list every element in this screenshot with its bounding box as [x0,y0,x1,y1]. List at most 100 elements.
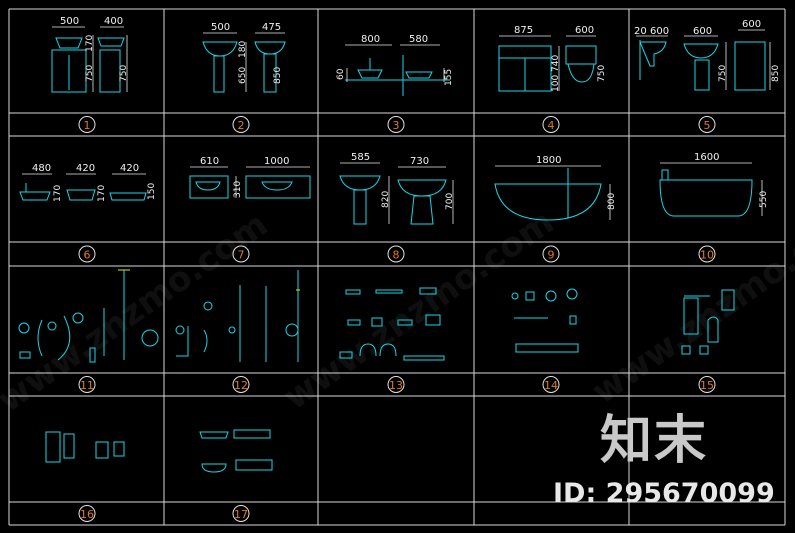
svg-text:7: 7 [238,249,245,262]
dimension-labels-5: 20 600 600 600 750 850 [634,19,781,82]
cell-label-7: 7 [232,245,250,263]
svg-text:9: 9 [548,249,555,262]
svg-text:12: 12 [234,379,248,392]
svg-text:480: 480 [32,163,51,174]
svg-text:14: 14 [544,379,558,392]
brand-logo-text: 知末 [600,411,709,471]
svg-text:310: 310 [233,181,243,198]
dimension-labels-4: 875 600 740 100 750 [514,25,607,92]
drawing-towel-rack-15 [681,289,735,355]
cell-label-9: 9 [542,245,560,263]
svg-text:800: 800 [607,193,617,210]
cell-label-17: 17 [232,505,250,522]
drawing-bathtub-9 [494,165,611,221]
svg-text:850: 850 [273,67,283,84]
svg-text:www.znzmo.com: www.znzmo.com [277,202,562,418]
svg-text:475: 475 [262,22,281,33]
cell-label-2: 2 [232,116,250,133]
svg-text:13: 13 [389,379,403,392]
svg-text:170: 170 [85,35,95,52]
svg-text:500: 500 [60,16,79,27]
svg-text:580: 580 [409,34,428,45]
svg-text:420: 420 [120,163,139,174]
svg-text:400: 400 [104,16,123,27]
drawing-pedestal-basin-2 [202,32,286,93]
drawing-shelves-17 [199,429,273,473]
dimension-labels-1: 500 400 170 750 750 [60,16,129,82]
svg-text:155: 155 [444,69,454,86]
drawing-vanity-cabinet-4 [498,35,597,92]
cell-label-8: 8 [387,245,405,263]
dimension-labels-10: 1600 550 [694,152,769,208]
svg-text:170: 170 [97,185,107,202]
svg-text:750: 750 [718,65,728,82]
svg-text:10: 10 [700,249,714,262]
cell-label-6: 6 [78,245,96,263]
dimension-labels-2: 500 475 180 650 850 [211,22,283,84]
svg-text:16: 16 [80,508,94,521]
dimension-labels-3: 800 580 60 155 [336,34,454,86]
svg-text:610: 610 [200,156,219,167]
drawing-countertop-7 [189,166,311,199]
svg-text:6: 6 [84,249,91,262]
cell-label-1: 1 [78,116,96,133]
svg-text:650: 650 [238,67,248,84]
drawing-hand-showers-12 [175,270,300,362]
svg-text:180: 180 [238,41,248,58]
svg-text:700: 700 [445,193,455,210]
dimension-labels-8: 585 730 820 700 [351,152,455,210]
svg-text:420: 420 [76,163,95,174]
cell-label-14: 14 [542,376,560,393]
svg-text:www.znzmo.com: www.znzmo.com [585,196,795,412]
svg-text:550: 550 [759,191,769,208]
drawing-shower-sets-11 [18,269,159,363]
svg-text:585: 585 [351,152,370,163]
svg-text:170: 170 [53,185,63,202]
svg-text:17: 17 [234,508,248,521]
svg-text:600: 600 [650,26,669,37]
cell-label-15: 15 [698,376,716,393]
svg-text:20: 20 [634,26,647,37]
svg-text:850: 850 [771,65,781,82]
cell-label-5: 5 [698,116,716,133]
svg-text:500: 500 [211,22,230,33]
dimension-labels-9: 1800 800 [536,155,617,210]
svg-text:820: 820 [381,191,391,208]
svg-text:740: 740 [551,55,561,72]
svg-text:60: 60 [336,68,346,80]
svg-text:600: 600 [575,25,594,36]
dimension-labels-7: 610 1000 310 [200,156,289,198]
cell-label-11: 11 [78,376,96,393]
drawing-bathtub-10 [659,162,763,217]
svg-text:1600: 1600 [694,152,719,163]
svg-text:730: 730 [410,156,429,167]
cell-label-16: 16 [78,505,96,522]
cell-label-10: 10 [698,245,716,263]
resource-id-label: ID: 295670099 [553,478,775,509]
svg-text:750: 750 [597,65,607,82]
drawing-accessories-14 [511,288,579,353]
drawing-pedestal-basin-8 [339,162,454,225]
svg-text:2: 2 [238,119,245,132]
dimension-labels-6: 480 420 420 170 170 150 [32,163,157,202]
svg-text:11: 11 [80,379,94,392]
svg-text:750: 750 [119,65,129,82]
drawing-counter-basin-6 [19,173,147,201]
drawing-vanity-basin-1 [51,26,128,93]
svg-text:600: 600 [742,19,761,30]
cell-label-3: 3 [387,116,405,133]
svg-text:800: 800 [361,34,380,45]
cell-labels: 1 2 3 4 5 6 7 8 9 10 11 12 13 14 15 16 1… [78,116,716,522]
drawing-faucets-13 [339,287,445,361]
svg-text:750: 750 [85,65,95,82]
cell-label-12: 12 [232,376,250,393]
svg-text:1000: 1000 [264,156,289,167]
svg-text:100: 100 [551,75,561,92]
svg-text:8: 8 [393,249,400,262]
svg-text:4: 4 [548,119,555,132]
drawing-dispensers-16 [45,431,125,463]
sheet-grid [8,8,786,526]
svg-text:600: 600 [693,26,712,37]
svg-text:875: 875 [514,25,533,36]
